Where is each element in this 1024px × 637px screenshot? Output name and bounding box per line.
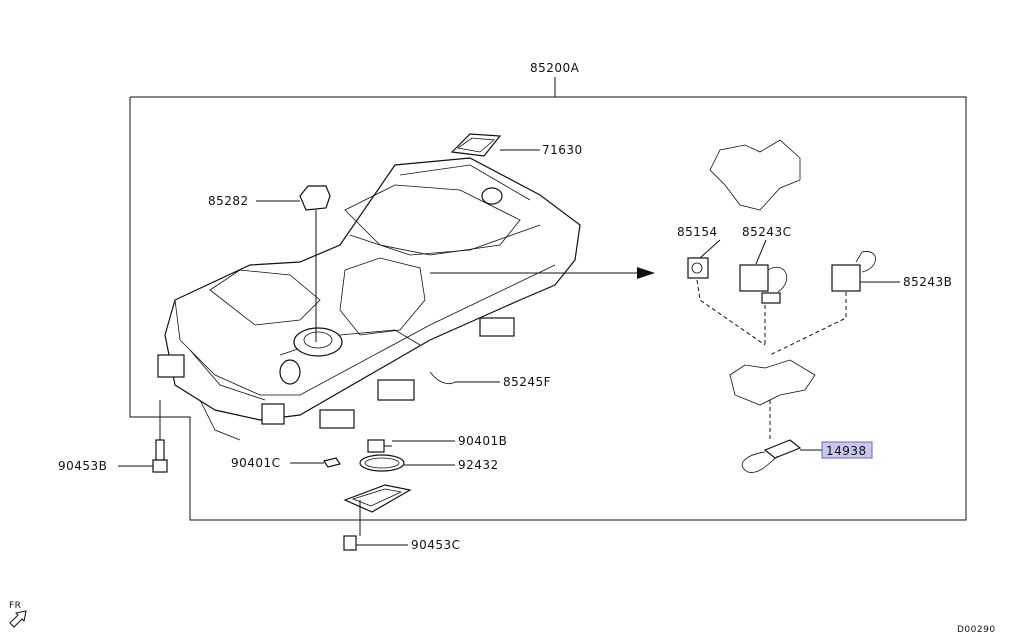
arrow-head-icon bbox=[637, 267, 655, 279]
label-85245F[interactable]: 85245F bbox=[503, 375, 551, 389]
label-90453C[interactable]: 90453C bbox=[411, 538, 461, 552]
highlight-box-14938[interactable] bbox=[821, 441, 873, 459]
label-90401B[interactable]: 90401B bbox=[458, 434, 507, 448]
leader-lines bbox=[118, 149, 900, 546]
assembly-frame: 85200A bbox=[129, 61, 967, 521]
diagram-code: D00290 bbox=[957, 625, 996, 635]
loose-parts bbox=[152, 439, 412, 551]
fr-orientation: FR bbox=[9, 601, 27, 628]
label-85154[interactable]: 85154 bbox=[677, 225, 718, 239]
label-14938[interactable]: 14938 bbox=[826, 444, 867, 458]
label-85243B[interactable]: 85243B bbox=[903, 275, 952, 289]
label-92432[interactable]: 92432 bbox=[458, 458, 499, 472]
label-85243C[interactable]: 85243C bbox=[742, 225, 792, 239]
battery-pack-illustration bbox=[157, 133, 581, 441]
label-71630[interactable]: 71630 bbox=[542, 143, 583, 157]
label-85282[interactable]: 85282 bbox=[208, 194, 249, 208]
part-labels: 71630 85282 85154 85243C 85243B 85245F 9… bbox=[58, 143, 952, 552]
label-85200A[interactable]: 85200A bbox=[530, 61, 580, 75]
label-90401C[interactable]: 90401C bbox=[231, 456, 281, 470]
sensor-detail bbox=[687, 139, 876, 473]
fr-label: FR bbox=[9, 601, 21, 611]
label-90453B[interactable]: 90453B bbox=[58, 459, 107, 473]
fr-arrow-icon bbox=[9, 610, 27, 628]
